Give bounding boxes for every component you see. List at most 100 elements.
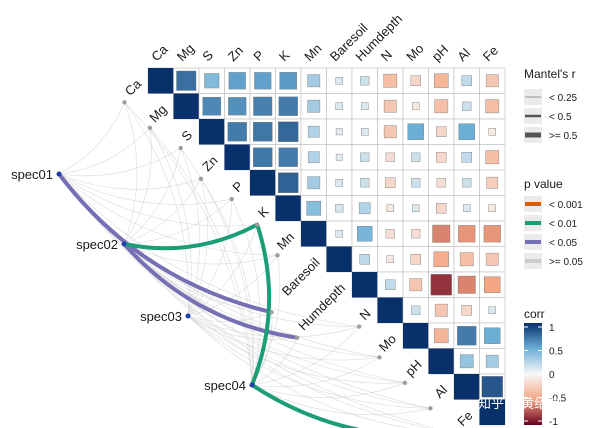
- node-spec01: [56, 171, 62, 177]
- row-label-Baresoil: Baresoil: [279, 255, 323, 299]
- corr-cell-S-Baresoil: [335, 128, 343, 136]
- corr-cell-S-Humdepth: [360, 127, 369, 136]
- top-label-Ca: Ca: [148, 41, 171, 64]
- corr-cell-Mn-Mo: [411, 229, 421, 239]
- corr-cell-Baresoil-Mo: [410, 254, 421, 265]
- node-spec04: [249, 382, 255, 388]
- corr-cell-Zn-Mo: [411, 152, 421, 162]
- link-spec04-Zn: [200, 178, 255, 386]
- corr-cell-Mn-pH: [432, 224, 451, 243]
- anchor-point-Mo: [377, 355, 382, 360]
- mantel-legend-title: Mantel's r: [524, 67, 576, 81]
- corr-cell-Ca-Mn: [307, 74, 321, 88]
- link-spec02-Ca: [123, 102, 138, 245]
- corr-cell-Mg-P: [253, 96, 273, 116]
- corr-cell-K-pH: [436, 203, 447, 214]
- p-legend-title: p value: [524, 177, 563, 191]
- link-spec02-K: [123, 222, 259, 251]
- corr-cell-S-S: [199, 119, 225, 145]
- corr-cell-Zn-Humdepth: [360, 152, 370, 162]
- anchor-point-S: [178, 145, 183, 151]
- corr-cell-Baresoil-Fe: [485, 252, 499, 266]
- link-spec01-Mn: [58, 173, 278, 256]
- link-spec02-Fe: [123, 243, 429, 428]
- corr-cell-P-Mo: [411, 178, 421, 188]
- corr-cell-S-P: [253, 122, 273, 142]
- corr-cell-S-Zn: [227, 122, 247, 142]
- p-key-label: < 0.001: [549, 200, 583, 211]
- link-spec02-Humdepth: [122, 242, 298, 340]
- top-label-Al: Al: [454, 45, 473, 64]
- corr-cell-Zn-N: [385, 152, 395, 162]
- corr-cell-Mo-Fe: [484, 327, 501, 344]
- top-label-Fe: Fe: [480, 43, 501, 64]
- corr-cell-P-pH: [436, 178, 446, 188]
- corr-cell-P-Humdepth: [360, 178, 370, 188]
- mantel-key-label: < 0.25: [549, 93, 578, 104]
- top-label-P: P: [250, 47, 267, 64]
- corr-cell-S-N: [383, 125, 397, 139]
- corr-cell-K-Al: [462, 204, 471, 213]
- link-spec04-S: [180, 147, 253, 386]
- link-spec03-S: [180, 147, 200, 317]
- link-spec01-Baresoil: [57, 172, 273, 315]
- anchor-point-Baresoil: [269, 309, 274, 315]
- corr-cell-Mg-Mn: [307, 99, 321, 113]
- mantel-key-label: >= 0.5: [549, 131, 578, 142]
- corr-cell-P-Mn: [307, 176, 321, 190]
- cell-frame: [479, 118, 506, 145]
- link-spec04-Ca: [124, 102, 253, 386]
- corr-cell-Zn-Mn: [307, 151, 320, 164]
- corr-cell-Zn-Al: [461, 152, 472, 163]
- watermark: 知乎 @黄绍伟: [478, 396, 560, 412]
- corr-cell-Mg-pH: [434, 99, 449, 114]
- link-spec02-N: [123, 243, 360, 327]
- corr-cell-Humdepth-Fe: [484, 276, 501, 293]
- corr-cell-Humdepth-Mo: [409, 278, 423, 292]
- corr-cell-P-K: [277, 172, 299, 194]
- corr-cell-Baresoil-Al: [459, 252, 474, 267]
- link-spec03-Al: [187, 315, 431, 409]
- corr-cell-Mn-Fe: [483, 225, 501, 243]
- colorbar-tick-label: -1: [549, 417, 558, 428]
- corr-cell-P-N: [385, 177, 396, 188]
- corr-colorbar: [524, 323, 542, 425]
- corr-cell-S-K: [278, 121, 299, 142]
- corr-cell-Ca-Humdepth: [360, 76, 370, 86]
- corr-cell-Mg-Al: [462, 101, 472, 111]
- corr-cell-Mg-Humdepth: [360, 102, 369, 111]
- link-spec04-Mg: [149, 127, 253, 386]
- corr-cell-Zn-Baresoil: [335, 153, 343, 161]
- corr-cell-Mg-Baresoil: [335, 102, 344, 111]
- link-spec04-Al: [251, 384, 431, 416]
- link-spec03-Fe: [187, 315, 411, 428]
- corr-cell-N-Mo: [411, 305, 421, 315]
- corr-cell-Humdepth-Humdepth: [352, 272, 378, 298]
- species-label-spec04: spec04: [204, 378, 246, 393]
- node-spec03: [185, 313, 191, 319]
- corr-cell-pH-pH: [428, 348, 454, 374]
- corr-cell-Mg-N: [383, 99, 397, 113]
- top-label-pH: pH: [429, 42, 451, 64]
- anchor-point-Ca: [122, 100, 127, 105]
- corr-cell-Ca-K: [279, 71, 298, 90]
- row-label-Al: Al: [431, 382, 450, 401]
- corr-cell-S-Mo: [407, 123, 424, 140]
- corr-cell-N-Fe: [488, 306, 497, 315]
- p-key-label: < 0.01: [549, 219, 578, 230]
- link-spec03-Mo: [187, 315, 380, 361]
- corr-cell-N-Al: [461, 305, 472, 316]
- colorbar-tick-label: -0.5: [549, 394, 567, 405]
- anchor-point-K: [254, 222, 260, 227]
- corr-cell-Mg-Mo: [411, 102, 420, 111]
- corr-cell-Baresoil-Humdepth: [359, 254, 370, 265]
- corr-cell-Mg-S: [202, 96, 222, 116]
- corr-cell-P-P: [250, 170, 276, 196]
- link-spec02-P: [123, 198, 232, 245]
- link-spec01-P: [58, 173, 232, 205]
- colorbar-tick-label: 0.5: [549, 347, 563, 358]
- corr-cell-S-pH: [436, 126, 447, 137]
- link-spec01-S: [58, 147, 181, 177]
- corr-cell-Fe-Fe: [479, 399, 505, 425]
- link-spec01-K: [58, 173, 258, 227]
